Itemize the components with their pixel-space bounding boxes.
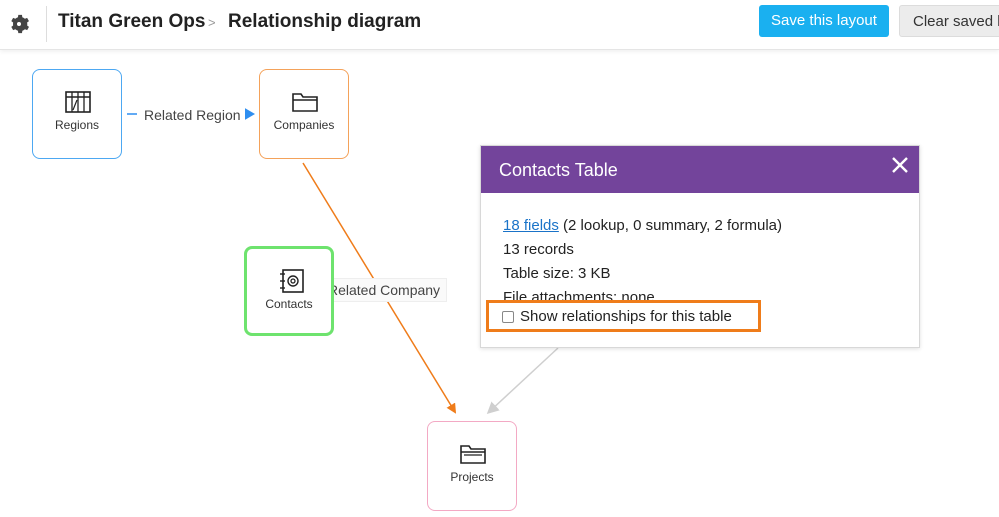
table-size: Table size: 3 KB: [503, 265, 611, 282]
folder-stack-icon: [460, 445, 486, 464]
show-relationships-toggle[interactable]: Show relationships for this table: [502, 308, 732, 325]
clear-saved-layout-button[interactable]: Clear saved layout: [899, 5, 999, 37]
node-label: Contacts: [265, 297, 313, 311]
records-count: 13 records: [503, 241, 574, 258]
breadcrumb-app-name[interactable]: Titan Green Ops: [58, 11, 206, 32]
node-contacts[interactable]: Contacts: [244, 246, 334, 336]
gear-icon[interactable]: [8, 13, 30, 35]
popup-body: 18 fields (2 lookup, 0 summary, 2 formul…: [503, 214, 782, 310]
node-companies[interactable]: Companies: [259, 69, 349, 159]
close-icon[interactable]: [889, 154, 911, 176]
contact-book-icon: [280, 269, 304, 293]
fields-link[interactable]: 18 fields: [503, 217, 559, 234]
show-relationships-checkbox[interactable]: [502, 310, 514, 323]
edge-label-related-company: Related Company: [321, 278, 448, 302]
table-grid-icon: [65, 91, 91, 113]
node-regions[interactable]: Regions: [32, 69, 122, 159]
edge-label-related-region: Related Region: [140, 106, 245, 124]
node-projects[interactable]: Projects: [427, 421, 517, 511]
blue-arrow-icon: [243, 107, 255, 121]
node-label: Projects: [450, 470, 494, 484]
folder-icon: [292, 93, 318, 112]
popup-title: Contacts Table: [499, 160, 618, 180]
show-relationships-label: Show relationships for this table: [520, 308, 732, 325]
table-info-popup: Contacts Table 18 fields (2 lookup, 0 su…: [480, 145, 920, 348]
highlight-box: [486, 300, 761, 332]
top-bar: Titan Green Ops > Relationship diagram S…: [0, 0, 999, 50]
edge-contacts-projects: [486, 347, 559, 415]
header-divider: [46, 6, 47, 42]
breadcrumb-chevron-icon: >: [208, 15, 216, 30]
fields-detail: (2 lookup, 0 summary, 2 formula): [558, 217, 783, 234]
fields-row: 18 fields (2 lookup, 0 summary, 2 formul…: [503, 214, 782, 238]
page-title: Relationship diagram: [228, 11, 422, 32]
popup-header: Contacts Table: [481, 146, 919, 193]
save-layout-button[interactable]: Save this layout: [759, 5, 889, 37]
node-label: Regions: [54, 118, 100, 132]
node-label: Companies: [273, 118, 335, 132]
